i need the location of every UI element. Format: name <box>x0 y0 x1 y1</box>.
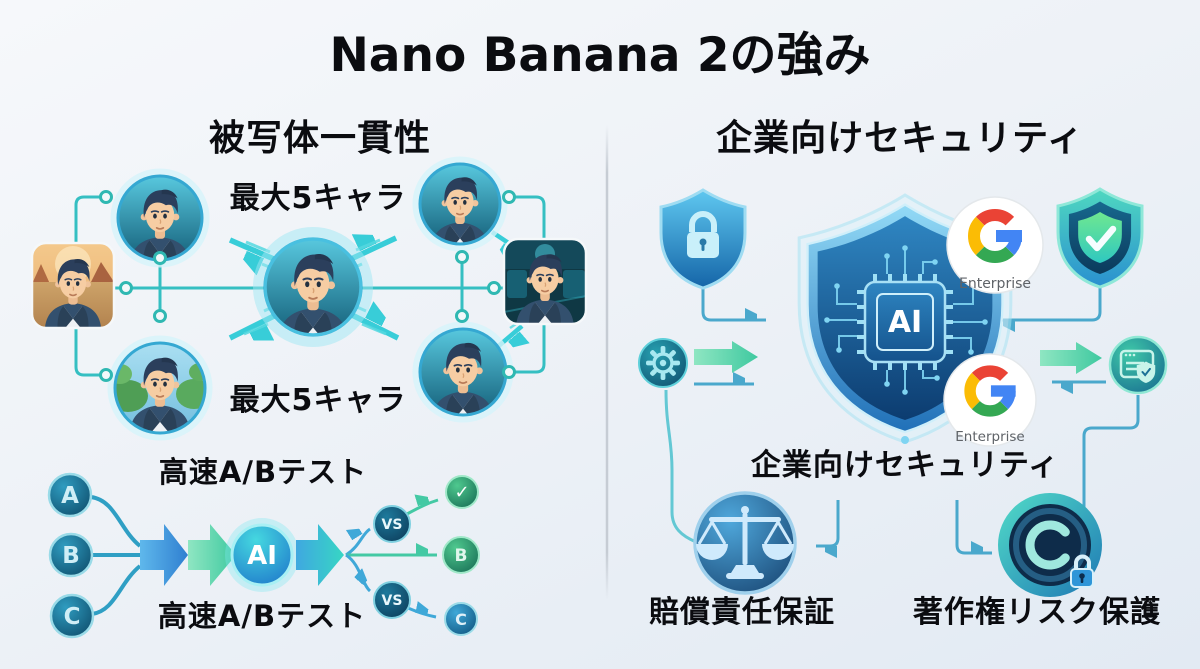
input-c-label: C <box>64 604 81 630</box>
input-a-label: A <box>61 483 79 509</box>
ai-circle: AI <box>225 518 299 592</box>
avatar-icon-green <box>107 335 213 441</box>
fanout-lines <box>345 500 439 619</box>
input-lines <box>90 495 142 616</box>
shield-lock-icon <box>659 188 747 290</box>
shield-check-icon <box>1056 187 1144 289</box>
gear-green-arrow <box>694 341 758 373</box>
google-enterprise-badge: Enterprise <box>946 196 1044 294</box>
copyright-label: 著作権リスク保護 <box>913 595 1161 630</box>
big-arrow-green <box>188 524 236 586</box>
document-check-icon <box>1108 335 1168 395</box>
vs-circle-bottom: VS <box>373 581 411 619</box>
right-section-subheader: 企業向けセキュリティ <box>750 448 1060 483</box>
input-b-label: B <box>62 543 80 569</box>
ab-test-diagram: A B C AI VS VS ✓ B C <box>47 472 480 639</box>
avatar-icon <box>412 321 514 423</box>
ai-chip-shield-icon: AI <box>797 193 1013 444</box>
google-g-logo <box>968 209 1022 263</box>
subject-consistency-diagram <box>30 156 588 441</box>
circuit-dots <box>824 245 988 444</box>
max-characters-label-top: 最大5キャラ <box>229 181 407 216</box>
big-arrow-blue <box>140 524 188 586</box>
max-characters-label-bottom: 最大5キャラ <box>229 383 407 418</box>
ab-test-label-bottom: 高速A/Bテスト <box>157 599 367 633</box>
input-circle-b: B <box>48 532 94 578</box>
reference-photo-desert <box>30 241 116 330</box>
vs-circle-top: VS <box>373 505 411 543</box>
big-arrow-teal <box>296 524 344 586</box>
copyright-lock-icon <box>998 493 1102 597</box>
left-section-header: 被写体一貫性 <box>208 118 432 159</box>
enterprise-label: Enterprise <box>959 276 1031 292</box>
right-section-header: 企業向けセキュリティ <box>716 118 1084 159</box>
input-circle-c: C <box>49 593 95 639</box>
page-title: Nano Banana 2の強み <box>329 28 871 83</box>
check-label: ✓ <box>454 482 469 503</box>
scales-icon <box>693 491 797 595</box>
liability-label: 賠償責任保証 <box>649 595 835 630</box>
input-circle-a: A <box>47 472 93 518</box>
chip-label: AI <box>888 305 922 340</box>
google-enterprise-badge: Enterprise <box>943 353 1037 447</box>
reference-photo-scifi <box>502 237 588 326</box>
enterprise-label: Enterprise <box>955 429 1024 445</box>
google-g-logo <box>964 365 1016 417</box>
vs-bottom-label: VS <box>382 593 403 609</box>
connector-nodes <box>99 190 516 382</box>
result-b-label: B <box>455 546 468 566</box>
doc-green-arrow <box>1040 342 1102 374</box>
ai-label: AI <box>247 541 277 571</box>
enterprise-security-diagram: AI <box>638 187 1168 597</box>
result-circle-c: C <box>444 602 478 636</box>
ai-chip: AI <box>857 274 953 370</box>
security-connectors <box>664 284 1140 553</box>
lock-badge <box>1070 554 1094 588</box>
gear-icon <box>638 338 688 388</box>
vs-top-label: VS <box>382 517 403 533</box>
check-icon: ✓ <box>445 475 479 509</box>
ab-test-label-top: 高速A/Bテスト <box>158 455 368 489</box>
result-circle-b: B <box>442 536 480 574</box>
avatar-icon <box>110 168 210 268</box>
circuit-traces <box>827 248 985 392</box>
avatar-icon <box>412 156 508 252</box>
avatar-icon-center <box>253 227 373 347</box>
result-c-label: C <box>455 610 467 629</box>
